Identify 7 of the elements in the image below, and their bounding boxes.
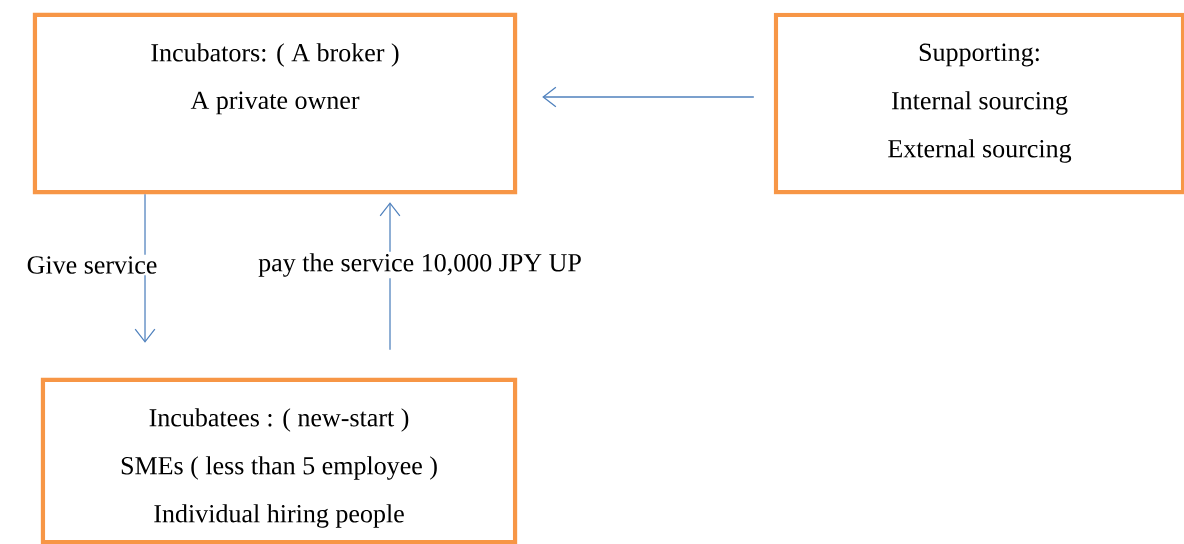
arrow xyxy=(542,86,755,108)
text-box: Incubators: ( A broker ) A private owner xyxy=(32,12,518,195)
text-box: Supporting: Internal sourcing External sourcing xyxy=(773,12,1184,195)
edge-label: Give service xyxy=(25,254,159,276)
text-box: Incubatees : ( new-start ) SMEs ( less than 5 employee ) Individual hiring people xyxy=(40,377,518,544)
arrow xyxy=(134,193,156,343)
edge-label: pay the service 10,000 JPY UP xyxy=(256,251,584,279)
